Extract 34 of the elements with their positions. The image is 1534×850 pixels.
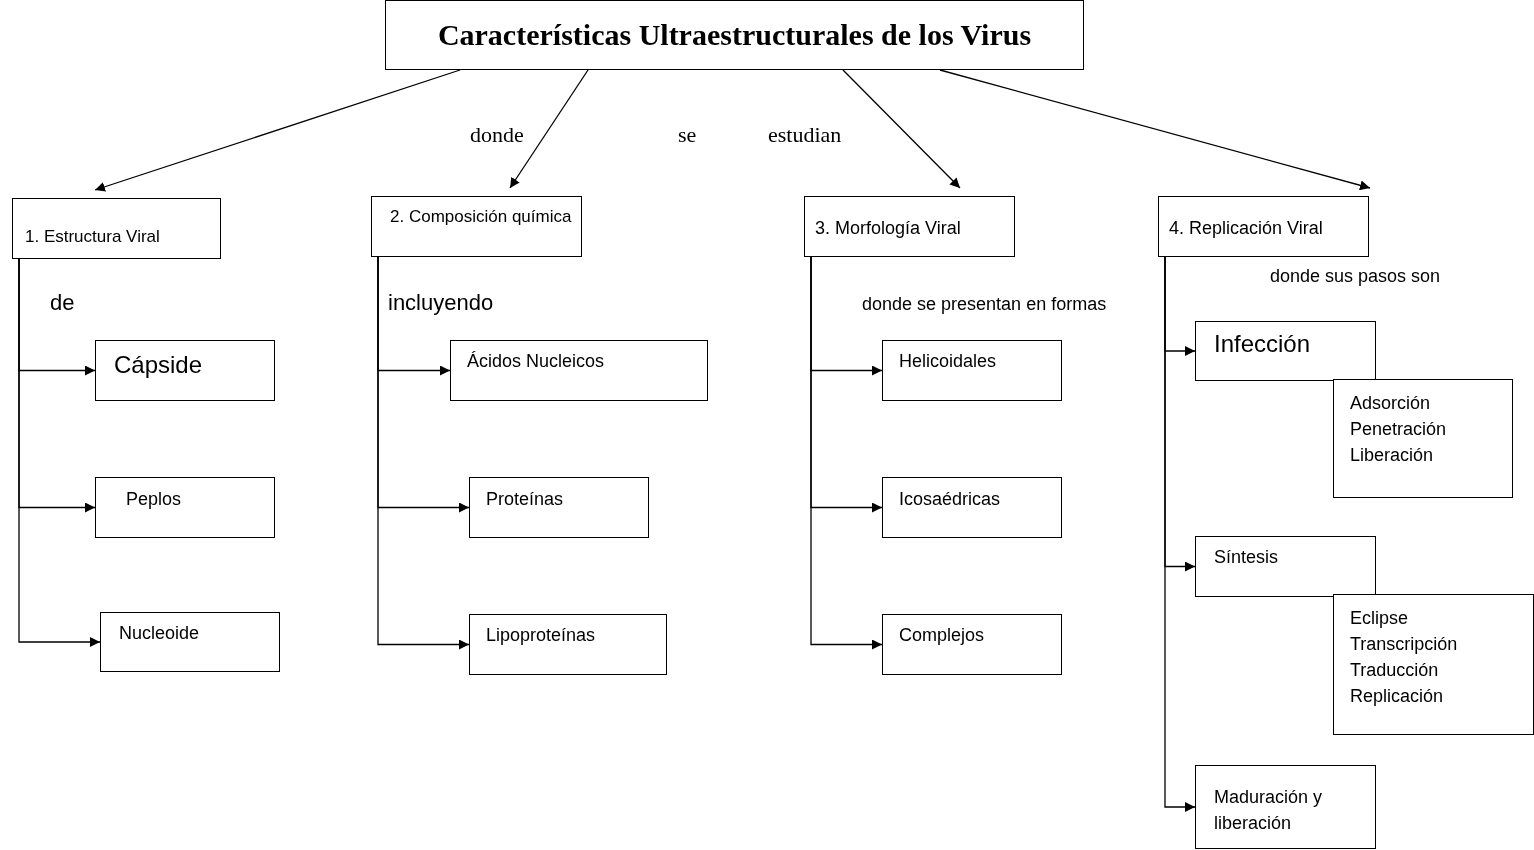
concept-box: Proteínas bbox=[469, 477, 649, 538]
concept-box: Infección bbox=[1195, 321, 1376, 381]
arrow bbox=[18, 258, 101, 647]
concept-box: Síntesis bbox=[1195, 536, 1376, 597]
concept-box: 1. Estructura Viral bbox=[12, 198, 221, 259]
arrow bbox=[810, 256, 883, 650]
connector-phrase: donde sus pasos son bbox=[1270, 266, 1441, 287]
connector-phrase: estudian bbox=[768, 122, 842, 148]
arrow bbox=[939, 69, 1371, 191]
connector-phrase: incluyendo bbox=[388, 290, 494, 316]
arrow bbox=[1164, 256, 1196, 812]
concept-box: Lipoproteínas bbox=[469, 614, 667, 675]
arrow bbox=[377, 256, 470, 650]
concept-box: Helicoidales bbox=[882, 340, 1062, 401]
connector-phrase: de bbox=[50, 290, 75, 316]
concept-box: 2. Composición química bbox=[371, 196, 582, 257]
concept-box: Ácidos Nucleicos bbox=[450, 340, 708, 401]
connector-phrase: donde se presentan en formas bbox=[862, 294, 1107, 315]
connector-phrase: se bbox=[678, 122, 697, 148]
connector-phrase: donde bbox=[470, 122, 524, 148]
concept-box: Nucleoide bbox=[100, 612, 280, 672]
title-box: Características Ultraestructurales de los Virus bbox=[385, 0, 1084, 70]
concept-box: 3. Morfología Viral bbox=[804, 196, 1015, 257]
concept-box: Complejos bbox=[882, 614, 1062, 675]
concept-box: Maduración y liberación bbox=[1195, 765, 1376, 849]
concept-box: Peplos bbox=[95, 477, 275, 538]
concept-box: Cápside bbox=[95, 340, 275, 401]
concept-box: Eclipse Transcripción Traducción Replicación bbox=[1333, 594, 1534, 735]
arrow bbox=[509, 69, 589, 189]
arrow bbox=[94, 69, 461, 192]
concept-box: 4. Replicación Viral bbox=[1158, 196, 1369, 257]
concept-box: Adsorción Penetración Liberación bbox=[1333, 379, 1513, 498]
concept-box: Icosaédricas bbox=[882, 477, 1062, 538]
arrow bbox=[842, 69, 961, 189]
